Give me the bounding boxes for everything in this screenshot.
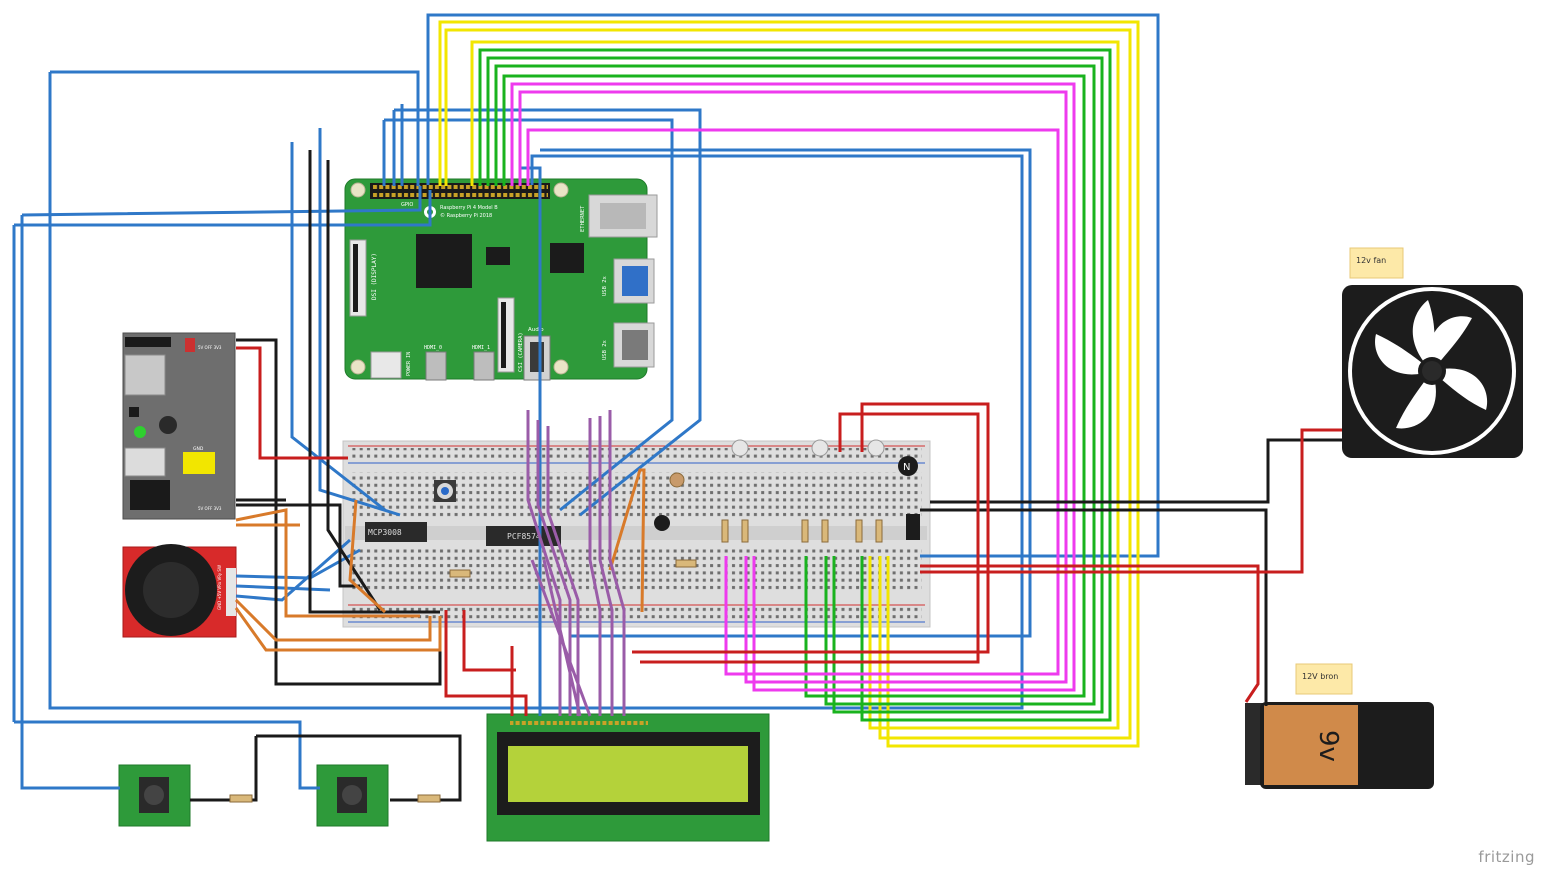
joystick-module: GND +5V VRx VRy SW	[122, 544, 237, 638]
breadboard-power-supply: 5V OFF 3V3 GND 5V OFF 3V3	[122, 332, 236, 520]
hdmi0-label: HDMI_0	[424, 345, 442, 351]
mcp3008-label: MCP3008	[368, 528, 402, 537]
fan-note-label: 12v fan	[1356, 256, 1386, 265]
push-button-1[interactable]	[118, 764, 191, 827]
led-group	[731, 439, 885, 457]
power-in-label: POWER IN	[406, 352, 412, 376]
fan	[1342, 285, 1523, 458]
psu-gnd-label: GND	[193, 446, 204, 452]
raspberry-pi-board: GPIO Raspberry Pi 4 Model B © Raspberry …	[344, 178, 658, 381]
photoresistor	[669, 472, 685, 488]
lcd-display	[486, 713, 770, 842]
joystick-pin-label: GND +5V VRx VRy SW	[217, 565, 222, 610]
hdmi1-label: HDMI_1	[472, 345, 490, 351]
battery-label: 9v	[1313, 730, 1343, 762]
transistor-mark: N	[903, 462, 910, 473]
push-button-2[interactable]	[316, 764, 389, 827]
pcf8574-label: PCF8574	[507, 532, 541, 541]
ethernet-label: ETHERNET	[580, 205, 586, 232]
psu-bottom-label: 5V OFF 3V3	[198, 506, 222, 511]
resistor-group	[229, 519, 883, 803]
wires-blue	[12, 13, 1160, 790]
temperature-sensor	[654, 515, 670, 531]
fritzing-watermark: fritzing	[1478, 848, 1535, 866]
fan-note: 12v fan	[1349, 247, 1404, 279]
wires-black	[190, 150, 1342, 802]
transistor: N	[898, 456, 918, 476]
dsi-label: DSI (DISPLAY)	[371, 253, 378, 300]
mcp3008-chip: MCP3008	[365, 522, 427, 542]
battery-note-label: 12V bron	[1302, 672, 1338, 681]
wires-purple	[526, 410, 626, 717]
potentiometer	[434, 480, 456, 502]
csi-label: CSI (CAMERA)	[518, 332, 524, 372]
gpio-label: GPIO	[401, 202, 413, 208]
diode	[906, 514, 920, 540]
battery: 9v	[1245, 702, 1434, 789]
usb-label-2: USB 2x	[602, 339, 608, 360]
fan-blades-icon	[1375, 300, 1488, 429]
battery-note: 12V bron	[1295, 663, 1353, 695]
usb-label-1: USB 2x	[602, 275, 608, 296]
rpi-model-label: Raspberry Pi 4 Model B	[440, 205, 498, 211]
audio-label: Audio	[528, 327, 544, 333]
rpi-copyright-label: © Raspberry Pi 2018	[440, 212, 492, 219]
wires-red	[236, 346, 1342, 716]
psu-top-label: 5V OFF 3V3	[198, 345, 222, 350]
wires-orange	[234, 468, 646, 652]
wires-yellow	[438, 20, 1140, 748]
